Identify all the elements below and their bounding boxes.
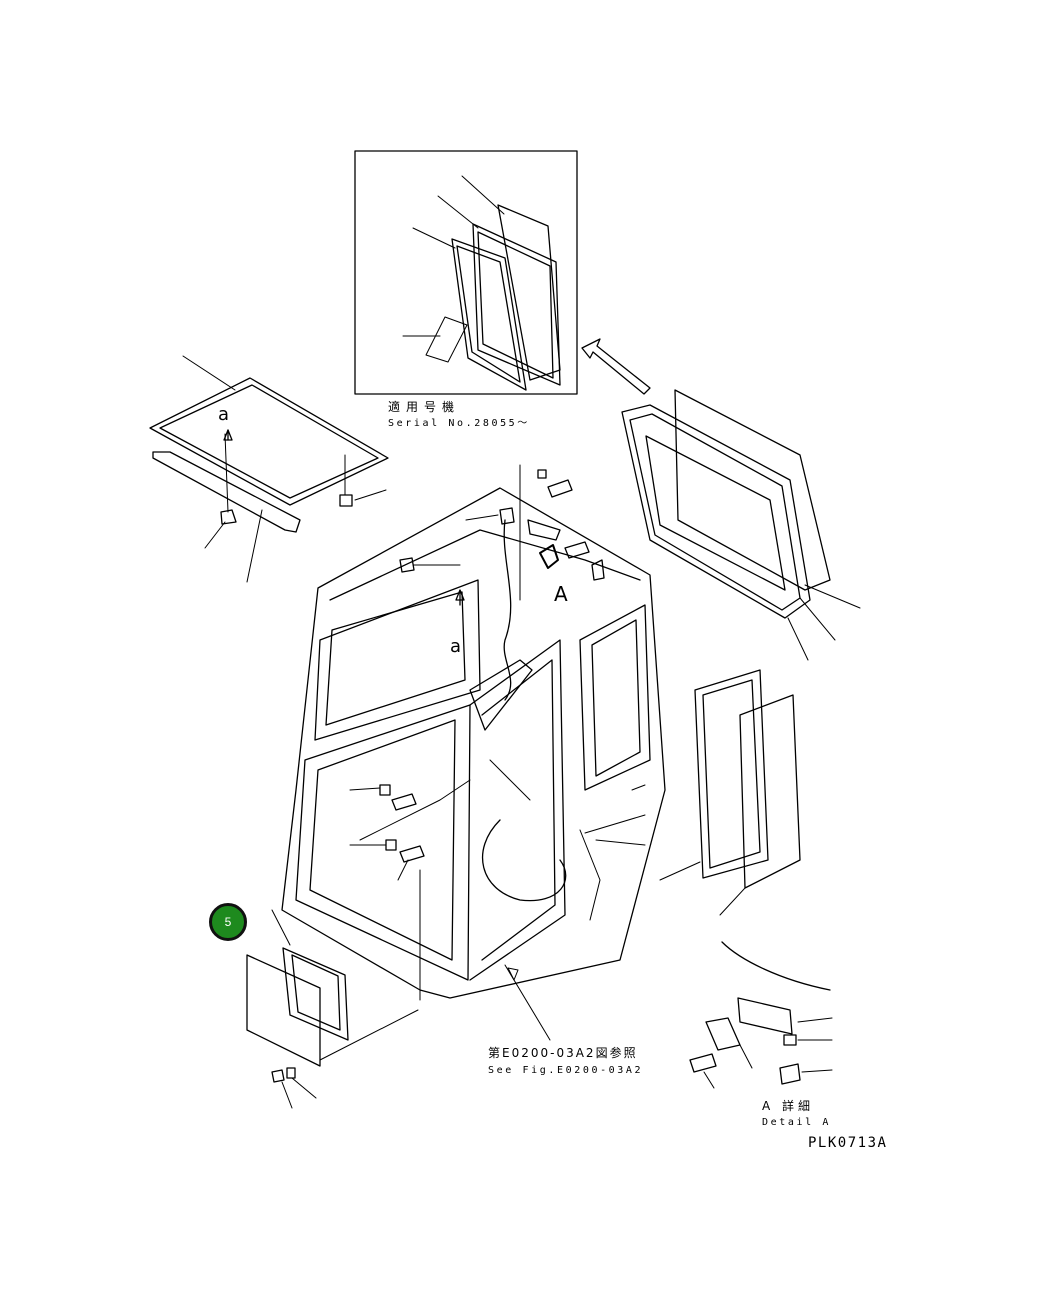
detail-en: Detail A bbox=[762, 1117, 831, 1128]
cab-body bbox=[281, 487, 666, 1041]
reference-en: See Fig.E0200-03A2 bbox=[488, 1065, 644, 1076]
detail-jp: A 詳細 bbox=[762, 1099, 815, 1113]
bottom-cover-panel bbox=[246, 909, 419, 1067]
marker-detail-A: A bbox=[554, 582, 568, 606]
rear-side-glass bbox=[584, 669, 801, 916]
fasteners bbox=[271, 469, 605, 1109]
side-window bbox=[621, 389, 861, 661]
reference-jp: 第E0200-03A2図参照 bbox=[488, 1046, 638, 1060]
drawing-code: PLK0713A bbox=[808, 1135, 888, 1151]
callout-5-number: 5 bbox=[224, 915, 232, 929]
wiring-harness bbox=[359, 464, 601, 921]
roof-window bbox=[149, 355, 389, 583]
marker-a-top: a bbox=[218, 404, 230, 425]
detail-a-parts bbox=[689, 941, 833, 1089]
callout-5[interactable]: 5 bbox=[209, 903, 247, 941]
view-arrows bbox=[223, 429, 559, 606]
inset-serial: Serial No.28055～ bbox=[388, 418, 530, 429]
inset-frame bbox=[354, 150, 578, 395]
marker-a-cab: a bbox=[450, 636, 462, 657]
inset-applicability-jp: 適用号機 bbox=[388, 400, 461, 414]
inset-arrow bbox=[581, 338, 651, 395]
